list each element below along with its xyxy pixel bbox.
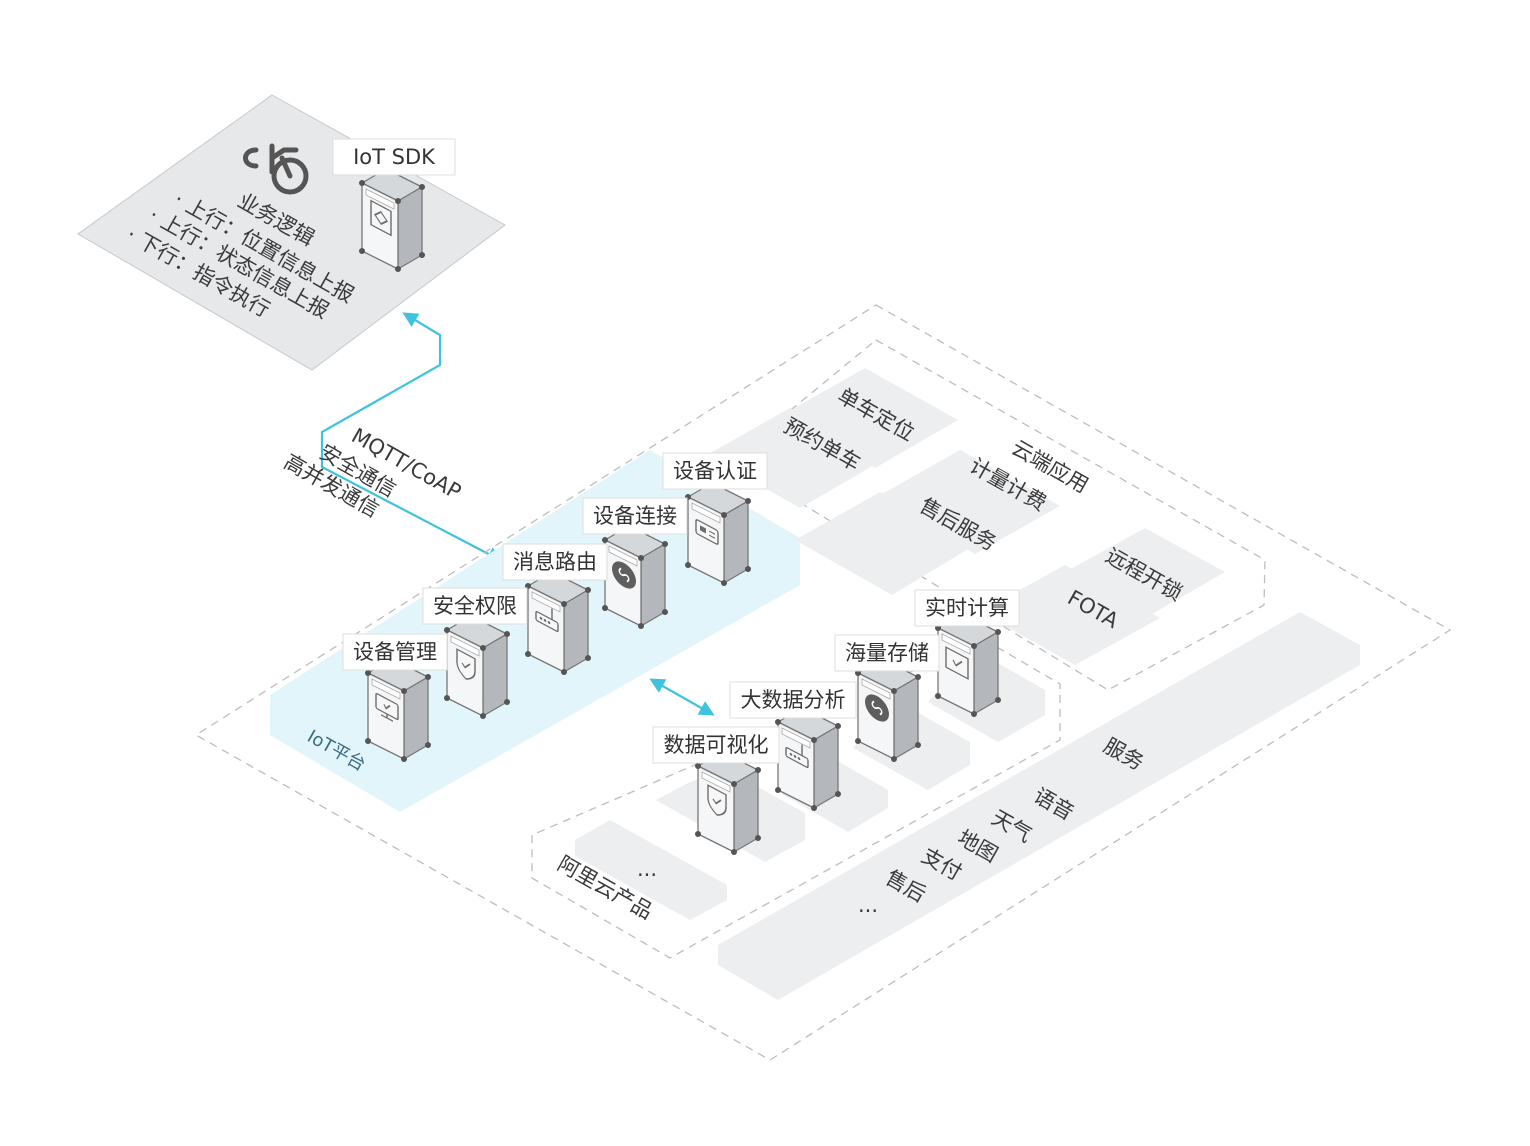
platform-module-security: 安全权限 (422, 587, 528, 720)
platform-module-connect: 设备连接 (582, 497, 688, 630)
platform-module-management: 设备管理 (342, 633, 448, 763)
cloud-app-tile: FOTA (980, 565, 1160, 665)
platform-aliyun-link (649, 678, 715, 716)
aliyun-module-realtime: 实时计算 (914, 589, 1020, 718)
module-label: 设备连接 (593, 504, 677, 528)
sdk-module: IoT SDK (332, 138, 456, 273)
module-label: 海量存储 (845, 641, 929, 665)
aliyun-ellipsis: ... (637, 857, 657, 881)
module-label: 安全权限 (433, 594, 517, 618)
service-item: ... (858, 893, 878, 917)
cloud-app-panel: 单车定位 预约单车 计量计费 售后服务 远程开锁 FOTA 云端应用 (707, 368, 1225, 665)
services-panel: 服务 语音 天气 地图 支付 售后 ... (718, 612, 1360, 1000)
module-label: 消息路由 (513, 550, 597, 574)
platform-module-auth: 设备认证 (662, 452, 768, 587)
module-label: 设备管理 (353, 640, 437, 664)
device-plane (77, 94, 506, 371)
bicycle-logo-icon (243, 143, 309, 195)
module-label: 设备认证 (673, 459, 757, 483)
aliyun-module-bigdata: 大数据分析 (729, 681, 857, 812)
sdk-label: IoT SDK (353, 145, 436, 169)
aliyun-module-visualization: 数据可视化 (652, 726, 780, 856)
module-label: 大数据分析 (741, 688, 846, 712)
cloud-app-tile: 单车定位 (782, 368, 958, 468)
module-label: 数据可视化 (664, 733, 769, 757)
platform-module-routing: 消息路由 (502, 543, 608, 676)
cloud-region (194, 304, 1452, 1061)
module-label: 实时计算 (925, 596, 1009, 620)
aliyun-module-storage: 海量存储 (834, 634, 940, 763)
